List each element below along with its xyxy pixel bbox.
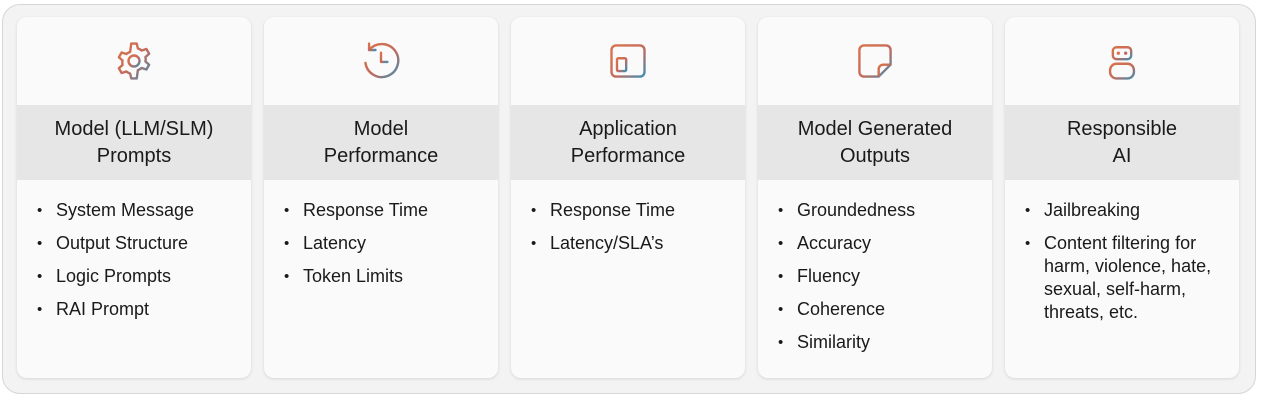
card-application-performance: Application Performance Response Time La… [511,17,745,378]
list-item: Latency [284,232,482,255]
list-item: Response Time [284,199,482,222]
list-item: Latency/SLA’s [531,232,729,255]
bullet-list: Response Time Latency/SLA’s [511,180,745,255]
card-title: Responsible AI [1005,105,1239,180]
card-icon-area [758,17,992,105]
card-icon-area [1005,17,1239,105]
card-icon-area [17,17,251,105]
card-title-line2: Prompts [96,144,172,167]
list-item: Fluency [778,265,976,288]
history-clock-icon [364,42,400,79]
list-item: Logic Prompts [37,265,235,288]
list-item: Similarity [778,331,976,354]
card-title-line1: Model Generated [797,117,953,140]
card-model-generated-outputs: Model Generated Outputs Groundedness Acc… [758,17,992,378]
card-title-line1: Model (LLM/SLM) [54,117,214,140]
list-item: Content filtering for harm, violence, ha… [1025,232,1223,324]
card-title-line2: Performance [323,144,439,167]
bullet-list: Jailbreaking Content filtering for harm,… [1005,180,1239,324]
card-title-line2: Performance [570,144,686,167]
bullet-list: Groundedness Accuracy Fluency Coherence … [758,180,992,354]
list-item: Response Time [531,199,729,222]
card-icon-area [511,17,745,105]
card-responsible-ai: Responsible AI Jailbreaking Content filt… [1005,17,1239,378]
list-item: Output Structure [37,232,235,255]
card-title-line1: Application [579,117,677,140]
sticky-note-icon [858,44,892,78]
list-item: Coherence [778,298,976,321]
list-item: Token Limits [284,265,482,288]
list-item: Groundedness [778,199,976,222]
card-model-performance: Model Performance Response Time Latency … [264,17,498,378]
card-icon-area [264,17,498,105]
bot-icon [1108,41,1136,80]
list-item: Accuracy [778,232,976,255]
bullet-list: System Message Output Structure Logic Pr… [17,180,251,321]
card-title: Model Generated Outputs [758,105,992,180]
list-item: System Message [37,199,235,222]
card-title-line2: Outputs [839,144,911,167]
bullet-list: Response Time Latency Token Limits [264,180,498,288]
card-title-line1: Responsible [1066,117,1178,140]
card-model-prompts: Model (LLM/SLM) Prompts System Message O… [17,17,251,378]
card-title-line1: Model [353,117,409,140]
gear-icon [117,42,151,80]
card-title: Model Performance [264,105,498,180]
list-item: Jailbreaking [1025,199,1223,222]
card-title-line2: AI [1112,144,1132,167]
app-window-icon [610,44,646,78]
card-title: Model (LLM/SLM) Prompts [17,105,251,180]
category-cards: Model (LLM/SLM) Prompts System Message O… [17,17,1239,378]
list-item: RAI Prompt [37,298,235,321]
card-title: Application Performance [511,105,745,180]
